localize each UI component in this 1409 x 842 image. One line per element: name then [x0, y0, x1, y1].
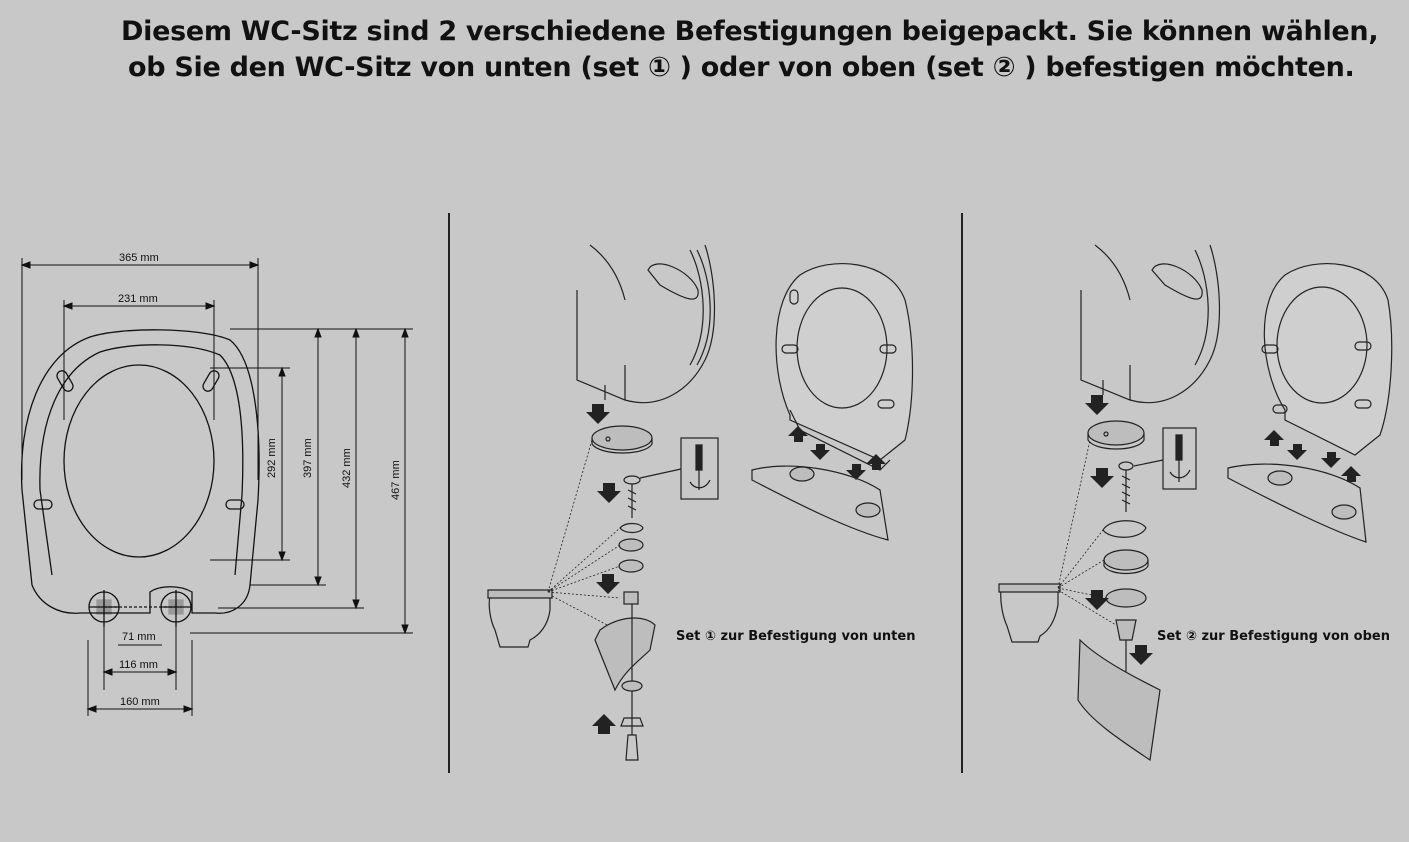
- divider-left: [448, 213, 450, 773]
- dimension-labels: 365 mm 231 mm 292 mm 397 mm 432 mm 467 m…: [118, 252, 402, 708]
- arrow-down-icon: [586, 404, 610, 424]
- dimension-lines: [20, 258, 413, 716]
- screwdriver-icon: [1162, 427, 1197, 490]
- dim-231: 231 mm: [118, 293, 158, 305]
- seat-opening: [63, 364, 215, 558]
- headline-line-1: Diesem WC-Sitz sind 2 verschiedene Befes…: [121, 16, 1379, 47]
- arrow-up-icon: [866, 454, 886, 470]
- arrow-down-icon: [1085, 590, 1109, 610]
- headline-line-2: ob Sie den WC-Sitz von unten (set ① ) od…: [128, 52, 1355, 83]
- arrow-up-icon: [592, 714, 616, 734]
- dim-116: 116 mm: [119, 659, 158, 671]
- arrow-up-icon: [788, 426, 808, 442]
- caption-set1: Set ① zur Befestigung von unten: [676, 629, 916, 644]
- set2-assembly: [998, 244, 1393, 762]
- arrow-down-icon: [597, 483, 621, 503]
- arrow-down-icon: [1085, 395, 1109, 415]
- arrow-down-icon: [596, 574, 620, 594]
- dim-160: 160 mm: [120, 696, 160, 708]
- seat-outline: [20, 329, 260, 614]
- seat-dimension-drawing: [20, 329, 260, 627]
- divider-right: [961, 213, 963, 773]
- arrow-down-icon: [1287, 444, 1307, 460]
- screwdriver-icon: [680, 437, 719, 500]
- headline: Diesem WC-Sitz sind 2 verschiedene Befes…: [0, 14, 1409, 86]
- seat-inner-rim: [39, 344, 244, 576]
- hinge-right: [160, 590, 192, 627]
- arrow-down-icon: [846, 464, 866, 480]
- arrow-down-icon: [810, 444, 830, 460]
- caption-set2: Set ② zur Befestigung von oben: [1157, 629, 1390, 644]
- dim-292: 292 mm: [266, 438, 278, 478]
- dim-71: 71 mm: [122, 631, 156, 643]
- arrow-down-icon: [1129, 645, 1153, 665]
- dim-432: 432 mm: [341, 448, 353, 488]
- hinge-left: [88, 590, 120, 627]
- dim-467: 467 mm: [390, 460, 402, 500]
- arrow-up-icon: [1264, 430, 1284, 446]
- arrow-down-icon: [1090, 468, 1114, 488]
- arrow-down-icon: [1321, 452, 1341, 468]
- dim-365: 365 mm: [119, 252, 159, 264]
- dim-397: 397 mm: [302, 438, 314, 478]
- arrow-up-icon: [1341, 466, 1361, 482]
- set1-assembly: [487, 244, 914, 761]
